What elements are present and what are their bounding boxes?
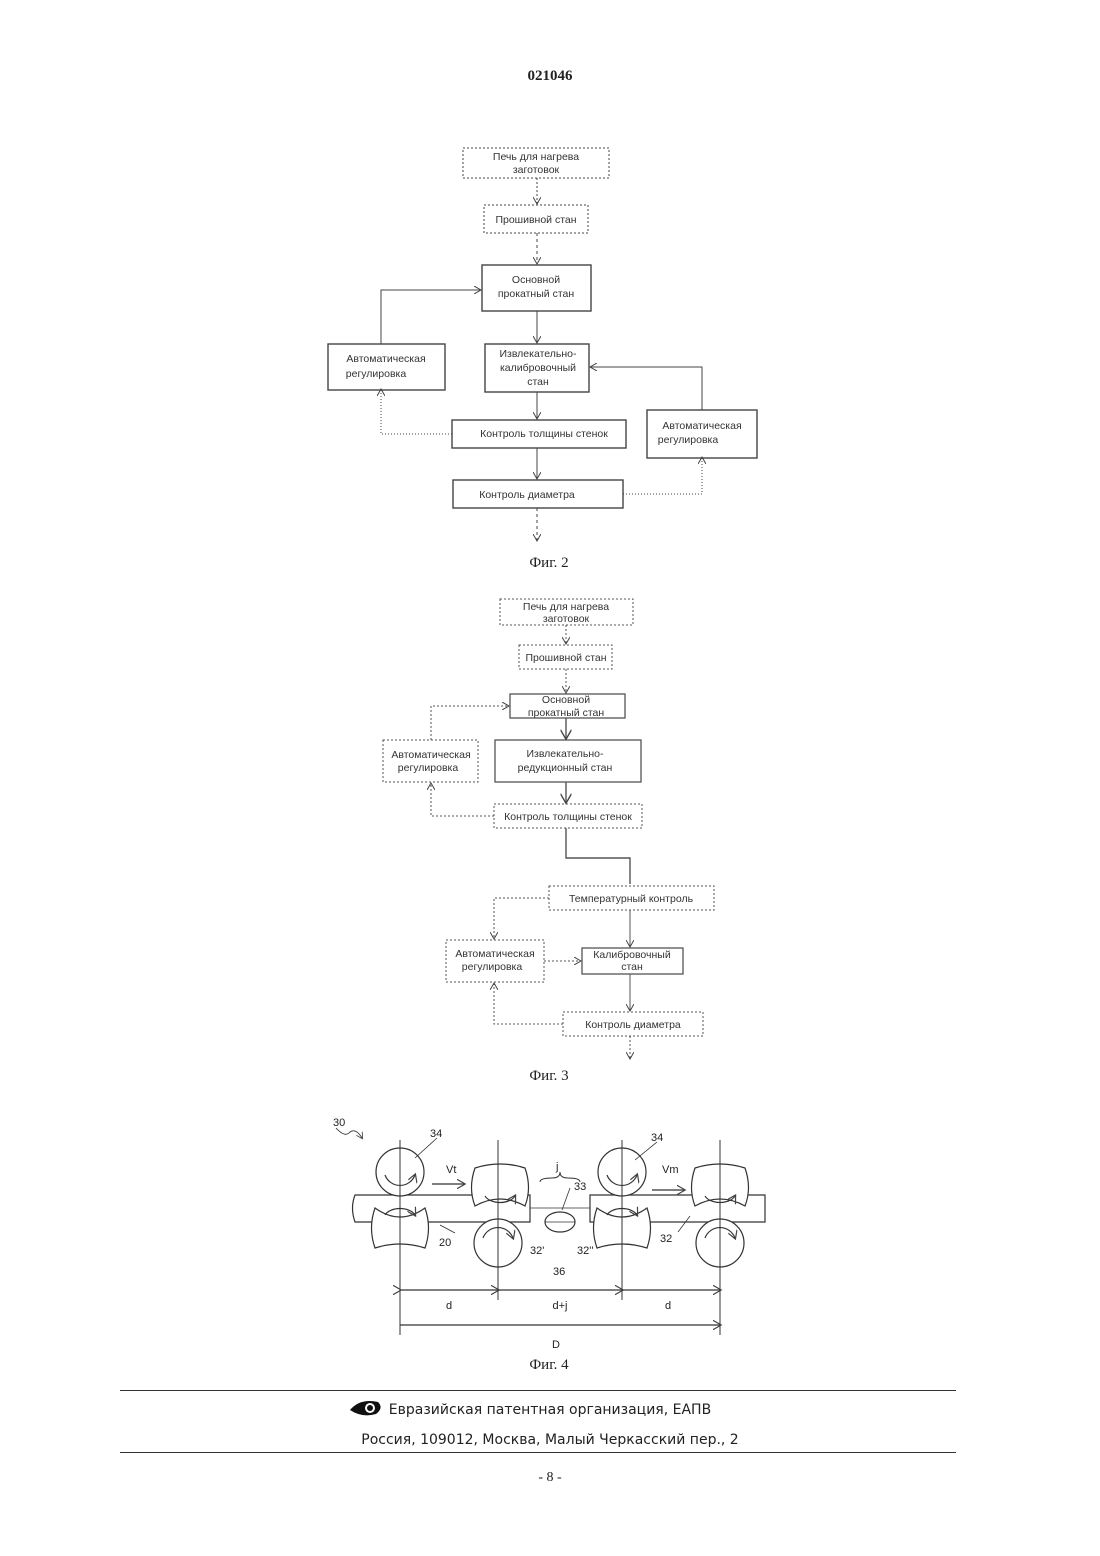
fig3-text-main-2: прокатный стан <box>528 707 605 719</box>
fig3-text-auto-bot-1: Автоматическая <box>455 948 534 960</box>
fig4-label-32a: 32' <box>530 1245 544 1257</box>
fig2-text-auto-right-1: Автоматическая <box>662 420 741 432</box>
fig4-label-vm: Vm <box>662 1164 679 1176</box>
fig4-label-j: j <box>555 1161 558 1173</box>
fig4-label-d1: d <box>446 1300 452 1312</box>
fig2-text-furnace-2: заготовок <box>513 164 560 176</box>
fig3-text-temp: Температурный контроль <box>569 893 694 905</box>
fig3-text-wall: Контроль толщины стенок <box>504 811 632 823</box>
fig4-drawing <box>336 1128 765 1335</box>
fig2-text-main-1: Основной <box>512 274 560 286</box>
fig3-text-main-1: Основной <box>542 694 590 706</box>
page-number: - 8 - <box>0 1470 1100 1486</box>
fig2-text-extract-1: Извлекательно- <box>499 348 577 360</box>
fig2-text-main-2: прокатный стан <box>498 288 575 300</box>
fig4-label-dj: d+j <box>553 1300 568 1312</box>
fig3-box-extract <box>495 740 641 782</box>
fig3-text-extract-2: редукционный стан <box>518 762 613 774</box>
fig3-diagram <box>383 599 714 1058</box>
fig4-label-d2: d <box>665 1300 671 1312</box>
fig2-text-auto-right-2: регулировка <box>658 434 719 446</box>
footer-bottom-rule <box>120 1452 956 1453</box>
fig2-text-furnace-1: Печь для нагрева <box>493 151 579 163</box>
fig3-text-sizing-2: стан <box>621 961 643 973</box>
fig2-text-diameter: Контроль диаметра <box>479 489 575 501</box>
fig3-text-auto-top-1: Автоматическая <box>391 749 470 761</box>
fig3-text-sizing-1: Калибровочный <box>593 949 671 961</box>
fig3-box-auto-top <box>383 740 478 782</box>
footer-organization: Евразийская патентная организация, ЕАПВ <box>0 1402 1100 1418</box>
fig4-label-36: 36 <box>553 1266 565 1278</box>
fig3-text-furnace-1: Печь для нагрева <box>523 601 609 613</box>
fig4-label-20: 20 <box>439 1237 451 1249</box>
fig4-label-32: 32 <box>660 1233 672 1245</box>
fig2-text-extract-2: калибровочный <box>500 362 576 374</box>
fig2-diagram <box>328 148 757 540</box>
fig2-text-piercing: Прошивной стан <box>495 214 576 226</box>
fig3-text-extract-1: Извлекательно- <box>526 748 604 760</box>
fig3-text-furnace-2: заготовок <box>543 613 590 625</box>
fig3-text-auto-bot-2: регулировка <box>462 961 523 973</box>
fig2-text-extract-3: стан <box>527 376 549 388</box>
fig2-box-auto-left <box>328 344 445 390</box>
fig4-label-33: 33 <box>574 1181 586 1193</box>
fig2-text-wall: Контроль толщины стенок <box>480 428 608 440</box>
fig2-text-auto-left-1: Автоматическая <box>346 353 425 365</box>
fig4-label-30: 30 <box>333 1117 345 1129</box>
fig4-label-D: D <box>552 1339 560 1351</box>
fig2-text-auto-left-2: регулировка <box>346 368 407 380</box>
fig2-caption: Фиг. 2 <box>529 555 568 571</box>
fig3-caption: Фиг. 3 <box>529 1068 568 1084</box>
footer-address: Россия, 109012, Москва, Малый Черкасский… <box>0 1432 1100 1448</box>
fig3-text-diameter: Контроль диаметра <box>585 1019 681 1031</box>
fig4-label-vt: Vt <box>446 1164 456 1176</box>
fig3-text-auto-top-2: регулировка <box>398 762 459 774</box>
fig4-label-34b: 34 <box>651 1132 663 1144</box>
fig4-caption: Фиг. 4 <box>529 1357 569 1373</box>
fig4-label-32b: 32'' <box>577 1245 593 1257</box>
fig4-label-34a: 34 <box>430 1128 442 1140</box>
footer-top-rule <box>120 1390 956 1391</box>
fig3-text-piercing: Прошивной стан <box>525 652 606 664</box>
